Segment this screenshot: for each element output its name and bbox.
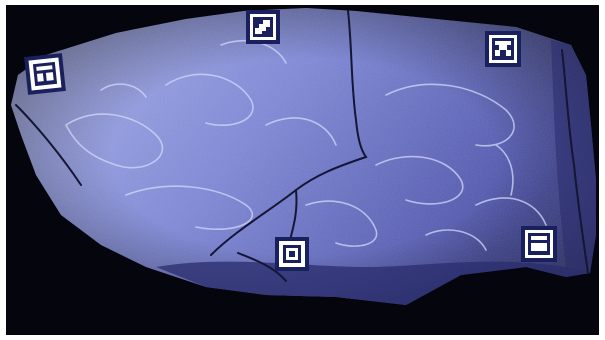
cross-pattern-marker-icon bbox=[485, 31, 521, 67]
photo-scene bbox=[6, 5, 599, 335]
nested-square-marker-icon bbox=[275, 237, 309, 271]
stone-cracks bbox=[15, 10, 589, 282]
bar-panel-marker-icon bbox=[521, 226, 557, 262]
window-frame-marker-icon bbox=[24, 53, 66, 95]
petroglyph-carvings bbox=[65, 39, 547, 251]
stone-lower-shadow bbox=[156, 261, 590, 305]
stair-step-marker-icon bbox=[246, 10, 280, 44]
stone-texture bbox=[11, 8, 596, 305]
